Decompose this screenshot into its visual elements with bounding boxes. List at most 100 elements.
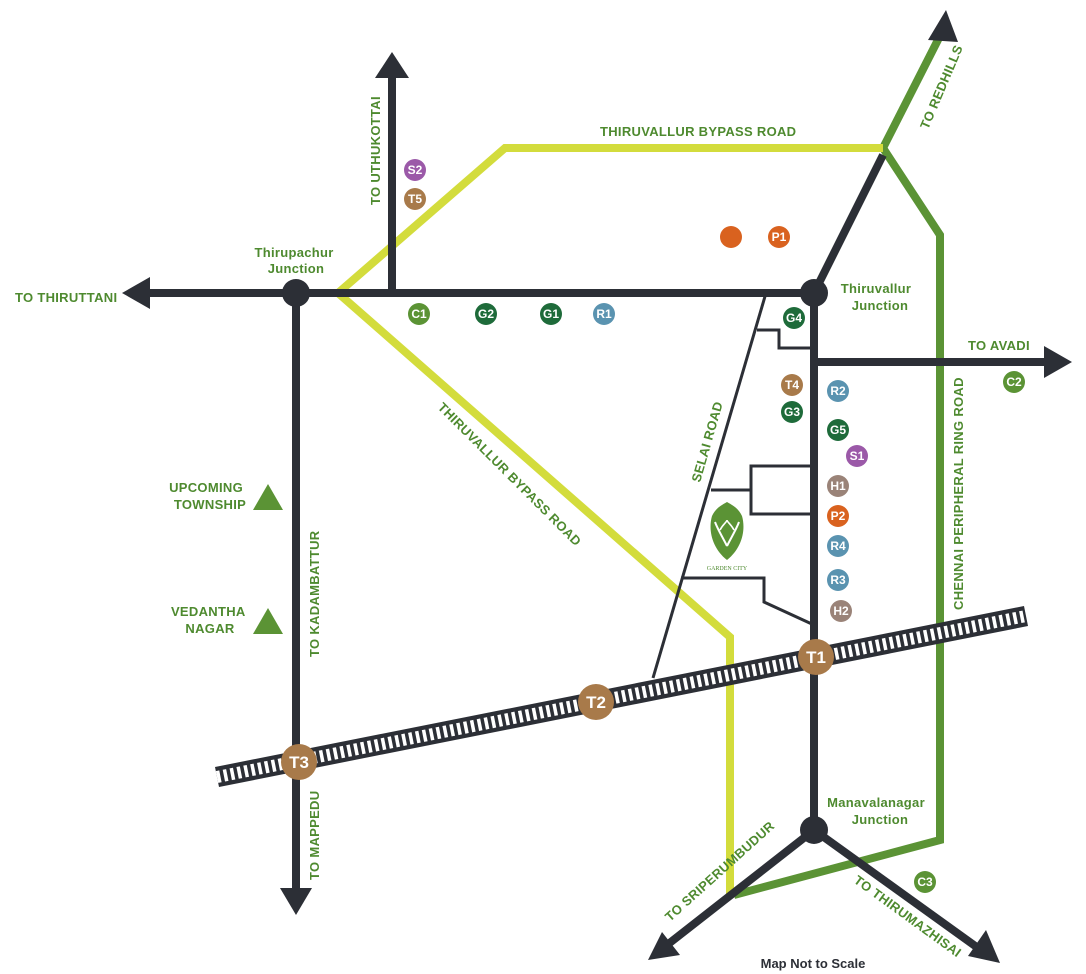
main-roads <box>150 75 1048 952</box>
marker-label: R1 <box>596 307 612 321</box>
marker-p2: P2 <box>827 505 849 527</box>
marker-label: R3 <box>830 573 846 587</box>
project-logo-text: GARDEN CITY <box>707 566 748 572</box>
map-scale-note: Map Not to Scale <box>761 956 866 971</box>
marker-circle <box>1003 371 1025 393</box>
marker-h1: H1 <box>827 475 849 497</box>
manavalanagar-junction-dot <box>800 816 828 844</box>
bypass-road <box>331 144 883 895</box>
kadambattur-label: TO KADAMBATTUR <box>307 530 322 657</box>
railway-line <box>215 606 1028 787</box>
marker-circle <box>827 419 849 441</box>
arrow-down-left-icon <box>648 932 680 960</box>
manavalanagar-junction-label: Manavalanagar Junction <box>827 795 929 827</box>
marker-label: C1 <box>411 307 427 321</box>
marker-g5: G5 <box>827 419 849 441</box>
marker-circle <box>827 535 849 557</box>
bypass-road-diagonal-label: THIRUVALLUR BYPASS ROAD <box>435 400 584 549</box>
marker-dot <box>720 226 742 248</box>
marker-label: G2 <box>478 307 494 321</box>
marker-circle <box>540 303 562 325</box>
station-circle <box>281 744 317 780</box>
marker-circle <box>781 401 803 423</box>
arrow-up-icon <box>375 52 409 78</box>
station-t3: T3 <box>281 744 317 780</box>
upcoming-township-label: UPCOMING TOWNSHIP <box>169 480 247 512</box>
township-triangle-icon <box>253 484 283 510</box>
station-t2: T2 <box>578 684 614 720</box>
marker-r2: R2 <box>827 380 849 402</box>
marker-label: H2 <box>833 604 849 618</box>
thirumazhisai-label: TO THIRUMAZHISAI <box>851 872 964 960</box>
avadi-label: TO AVADI <box>968 338 1030 353</box>
thirupachur-junction-dot <box>282 279 310 307</box>
marker-r4: R4 <box>827 535 849 557</box>
marker-t5: T5 <box>404 188 426 210</box>
marker-g4: G4 <box>783 307 805 329</box>
marker-r1: R1 <box>593 303 615 325</box>
station-label: T1 <box>806 648 826 667</box>
thiruvallur-junction-dot <box>800 279 828 307</box>
selai-road <box>651 292 815 679</box>
marker-label: G5 <box>830 423 846 437</box>
marker-c2: C2 <box>1003 371 1025 393</box>
marker-label: G3 <box>784 405 800 419</box>
marker-g1: G1 <box>540 303 562 325</box>
marker-s1: S1 <box>846 445 868 467</box>
marker-label: S1 <box>850 449 865 463</box>
ring-road-label: CHENNAI PERIPHERAL RING ROAD <box>951 377 966 610</box>
junction-dots <box>282 279 828 844</box>
marker-p1: P1 <box>768 226 790 248</box>
marker-h2: H2 <box>830 600 852 622</box>
thirupachur-junction-label: Thirupachur Junction <box>254 245 337 276</box>
vedantha-triangle-icon <box>253 608 283 634</box>
marker-circle <box>404 159 426 181</box>
marker-circle <box>830 600 852 622</box>
project-logo: GARDEN CITY <box>707 502 748 572</box>
thiruttani-label: TO THIRUTTANI <box>15 290 117 305</box>
marker-label: T4 <box>785 378 799 392</box>
marker-circle <box>720 226 742 248</box>
uthukottai-label: TO UTHUKOTTAI <box>368 96 383 205</box>
marker-label: G1 <box>543 307 559 321</box>
arrow-up-right-icon <box>928 10 958 42</box>
marker-circle <box>914 871 936 893</box>
marker-t4: T4 <box>781 374 803 396</box>
marker-c3: C3 <box>914 871 936 893</box>
arrow-right-icon <box>1044 346 1072 378</box>
selai-road-label: SELAI ROAD <box>688 400 725 484</box>
arrow-down-icon <box>280 888 312 915</box>
marker-circle <box>827 380 849 402</box>
marker-g3: G3 <box>781 401 803 423</box>
marker-label: R2 <box>830 384 846 398</box>
marker-label: G4 <box>786 311 802 325</box>
ring-road-to-redhills <box>879 28 947 150</box>
ring-road <box>732 145 944 899</box>
marker-circle <box>408 303 430 325</box>
marker-label: H1 <box>830 479 846 493</box>
mappedu-label: TO MAPPEDU <box>307 791 322 880</box>
arrow-left-icon <box>122 277 150 309</box>
marker-r3: R3 <box>827 569 849 591</box>
marker-circle <box>783 307 805 329</box>
marker-label: C3 <box>917 875 933 889</box>
marker-c1: C1 <box>408 303 430 325</box>
marker-circle <box>593 303 615 325</box>
station-label: T2 <box>586 693 606 712</box>
station-label: T3 <box>289 753 309 772</box>
vedantha-nagar-label: VEDANTHA NAGAR <box>171 604 249 636</box>
marker-label: T5 <box>408 192 422 206</box>
marker-label: S2 <box>408 163 423 177</box>
marker-circle <box>475 303 497 325</box>
station-t1: T1 <box>798 639 834 675</box>
marker-label: P2 <box>831 509 846 523</box>
marker-circle <box>827 475 849 497</box>
marker-g2: G2 <box>475 303 497 325</box>
station-circle <box>578 684 614 720</box>
arrow-down-right-icon <box>968 930 1000 963</box>
station-circle <box>798 639 834 675</box>
marker-label: P1 <box>772 230 787 244</box>
thiruvallur-junction-label: Thiruvallur Junction <box>841 281 915 313</box>
